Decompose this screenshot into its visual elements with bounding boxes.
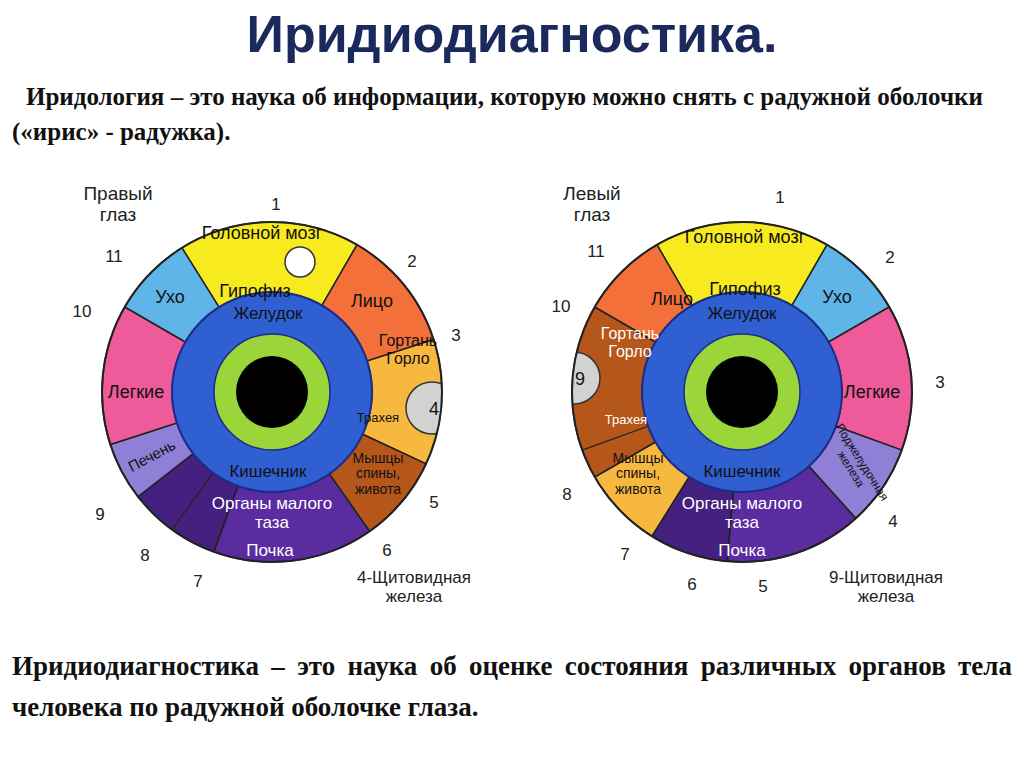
zone-label: Желудок — [707, 305, 776, 324]
callout-number: 7 — [193, 573, 202, 592]
pupil — [706, 356, 778, 428]
sector-divider — [582, 426, 648, 450]
callout-number: 6 — [382, 542, 391, 561]
zone-label: Головной мозг — [202, 224, 322, 244]
zone-label: Гипофиз — [219, 282, 291, 302]
callout-number: 11 — [105, 248, 123, 267]
zone-label: Желудок — [233, 305, 302, 324]
marker-circle — [285, 247, 315, 277]
side-label: 4-Щитовидная железа — [339, 569, 489, 606]
callout-number: 5 — [758, 578, 767, 597]
side-label: 9-Щитовидная железа — [811, 569, 961, 606]
callout-number: 8 — [562, 486, 571, 505]
digestive-ring — [642, 292, 842, 492]
callout-number: 5 — [429, 494, 438, 513]
callout-number: 9 — [95, 506, 104, 525]
zone-label: Лицо — [651, 290, 693, 310]
zone-label: Трахея — [605, 413, 647, 427]
callout-number: 10 — [552, 298, 571, 317]
zone-label: Мышцы спины, живота — [602, 451, 674, 497]
zone-label: Мышцы спины, живота — [342, 451, 414, 497]
intro-text: Иридология – это наука об информации, ко… — [12, 80, 1014, 149]
pupil — [236, 356, 308, 428]
inner-ring — [214, 334, 330, 450]
iris-outline — [572, 222, 912, 562]
callout-number: 6 — [687, 576, 696, 595]
zone-label: Гортань Горло — [595, 325, 665, 360]
zone-label: Легкие — [108, 383, 164, 403]
iris-wheel — [102, 222, 458, 562]
zone-label: Органы малого таза — [202, 495, 342, 532]
zone-circle — [406, 382, 458, 434]
zone-label: 4 — [429, 400, 439, 420]
zone-label: Лицо — [351, 292, 393, 312]
iris-wheel — [548, 222, 912, 562]
zone-label: Трахея — [357, 411, 399, 425]
zone-label: Гортань Горло — [373, 332, 443, 367]
zone-label: Ухо — [155, 288, 184, 308]
zone-label: Легкие — [844, 383, 900, 403]
inner-ring — [684, 334, 800, 450]
callout-number: 7 — [620, 546, 629, 565]
iris-outline — [102, 222, 442, 562]
callout-number: 3 — [451, 327, 460, 346]
zone-label: Органы малого таза — [672, 495, 812, 532]
side-label: Левый глаз — [552, 184, 632, 226]
zone-label: Ухо — [822, 288, 851, 308]
callout-number: 1 — [271, 196, 280, 215]
caption-text: Иридиодиагностика – это наука об оценке … — [12, 646, 1012, 727]
zone-label: Поджелудочная железа — [818, 417, 893, 516]
zone-label: Головной мозг — [685, 228, 805, 248]
sector-divider — [172, 473, 213, 530]
callout-number: 2 — [407, 253, 416, 272]
zone-label: Почка — [246, 542, 293, 561]
zone-label: 9 — [575, 370, 585, 390]
callout-number: 10 — [73, 303, 92, 322]
callout-number: 3 — [935, 374, 944, 393]
zone-label: Кишечник — [229, 463, 306, 482]
zone-label: Кишечник — [703, 463, 780, 482]
zone-label: Гипофиз — [709, 280, 781, 300]
callout-number: 2 — [885, 249, 894, 268]
digestive-ring — [172, 292, 372, 492]
page-title: Иридиодиагностика. — [0, 4, 1024, 64]
callout-number: 11 — [587, 243, 605, 262]
callout-number: 1 — [775, 189, 784, 208]
callout-number: 8 — [140, 547, 149, 566]
zone-circle — [548, 352, 600, 404]
side-label: Правый глаз — [78, 184, 158, 226]
zone-label: Печень — [126, 437, 179, 475]
callout-number: 4 — [888, 513, 897, 532]
zone-label: Почка — [718, 542, 765, 561]
